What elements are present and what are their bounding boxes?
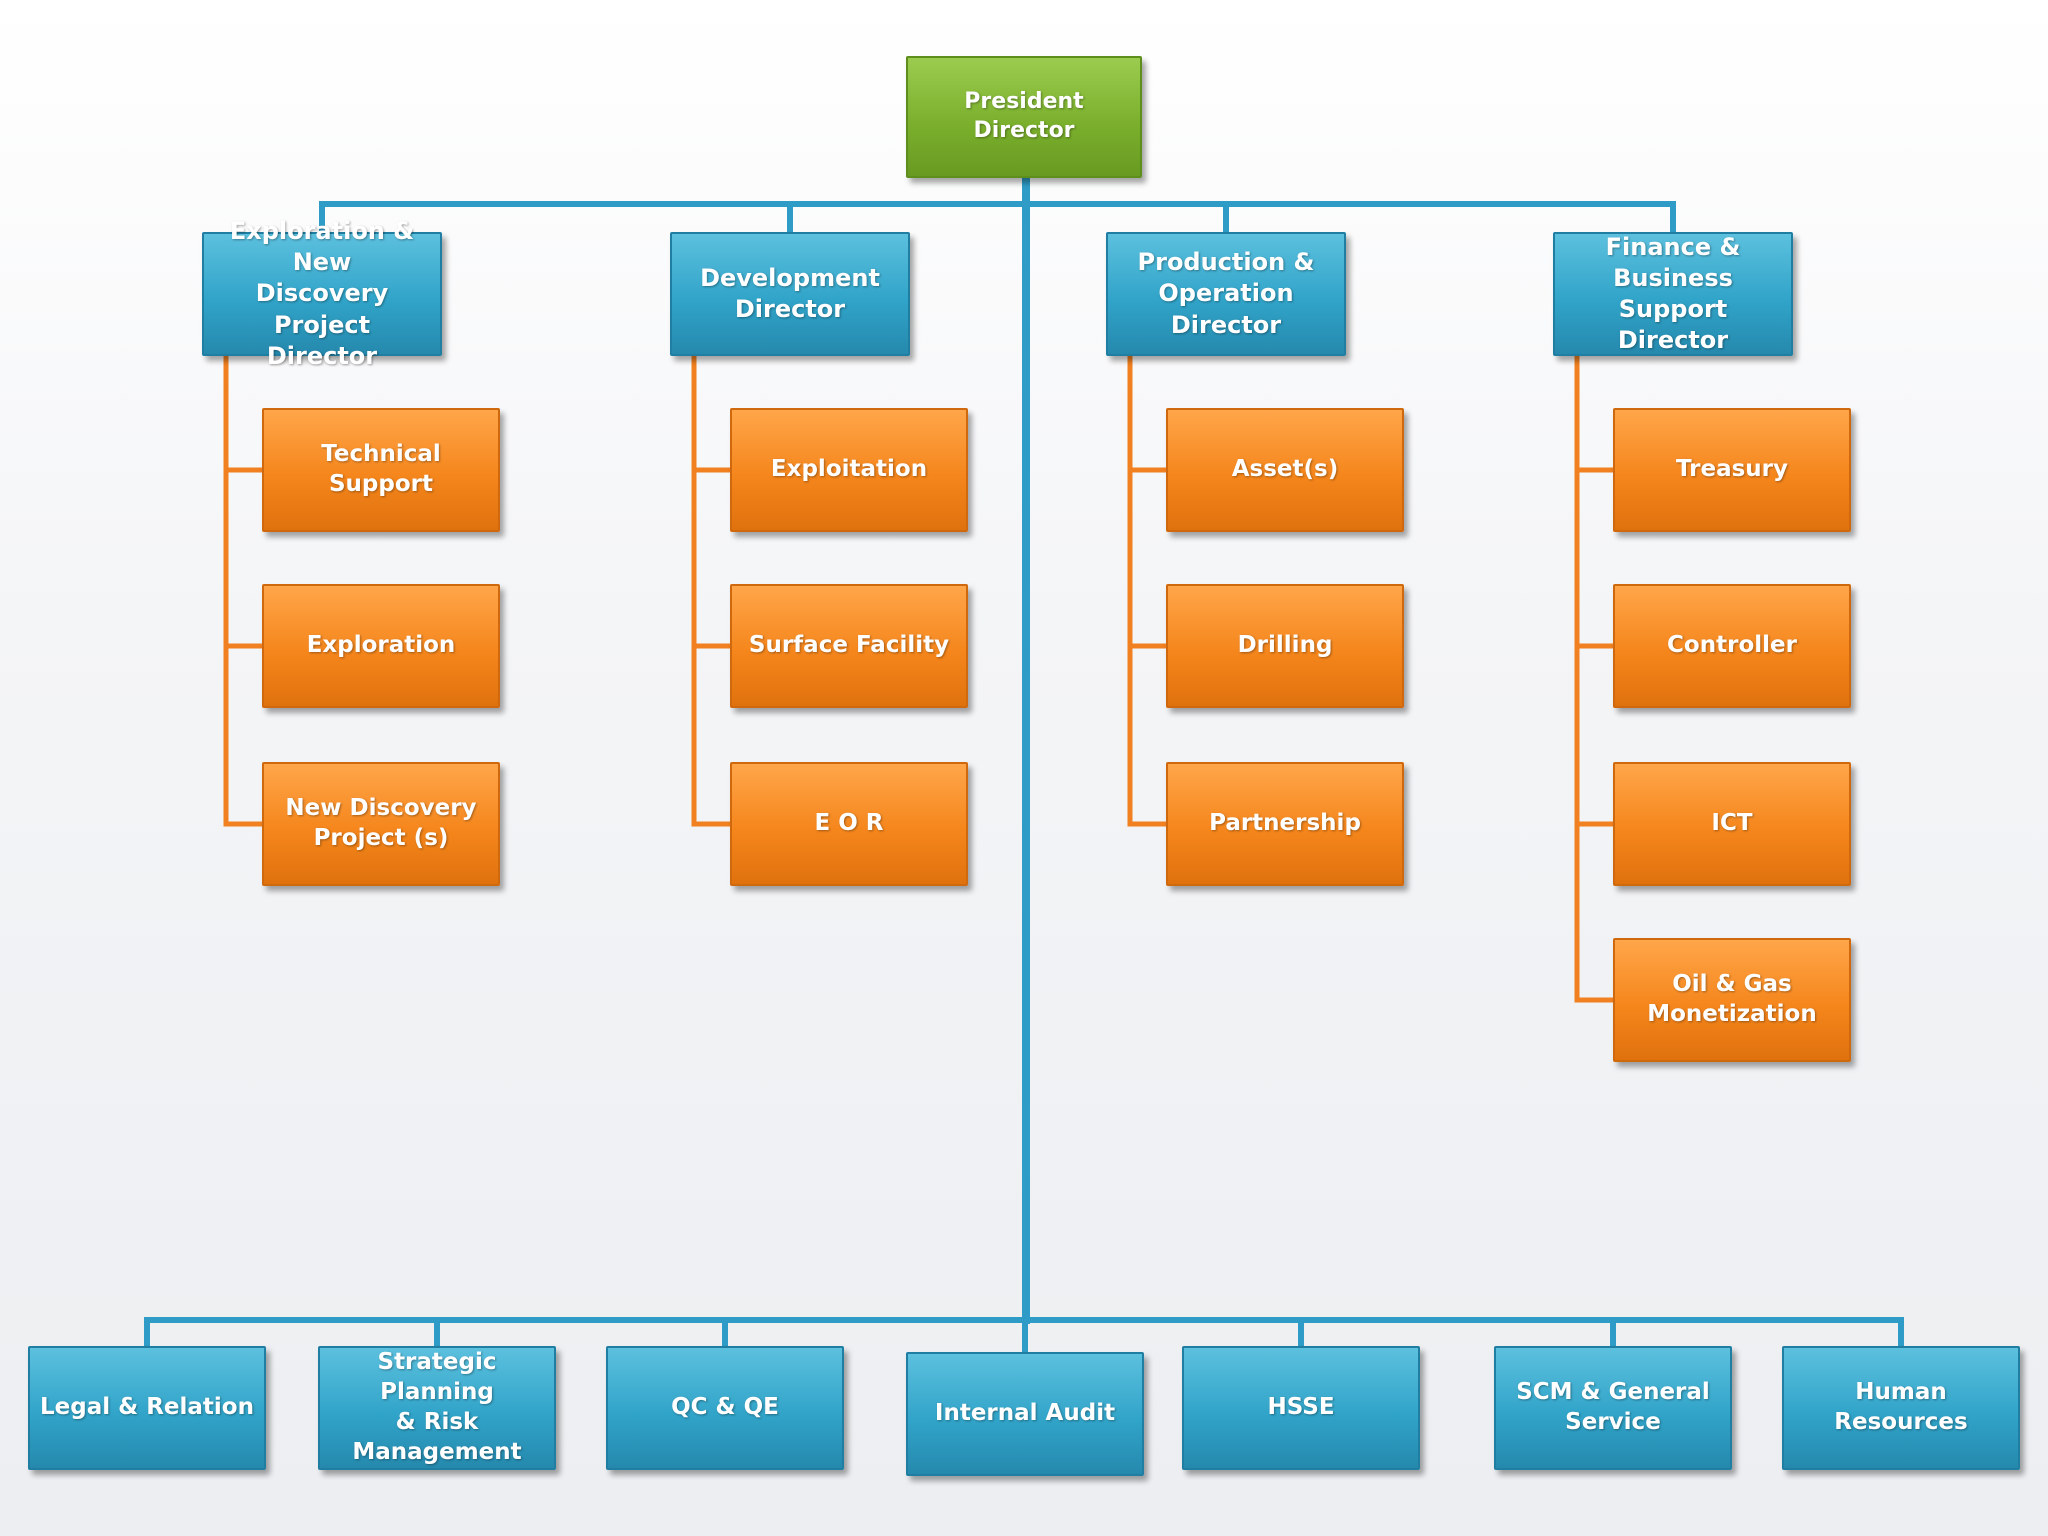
unit-box-assets: Asset(s): [1166, 408, 1404, 532]
unit-box-eor: E O R: [730, 762, 968, 886]
unit-box-surface-facility: Surface Facility: [730, 584, 968, 708]
unit-box-partnership: Partnership: [1166, 762, 1404, 886]
president-director-box: President Director: [906, 56, 1142, 178]
unit-box-controller: Controller: [1613, 584, 1851, 708]
support-label: Legal & Relation: [40, 1394, 254, 1421]
support-label: HSSE: [1267, 1394, 1335, 1421]
unit-label: Partnership: [1209, 810, 1361, 837]
unit-label: ICT: [1711, 810, 1753, 837]
unit-label: E O R: [814, 810, 884, 837]
unit-label: Treasury: [1675, 456, 1789, 483]
director-label: Exploration & New Discovery Project Dire…: [229, 217, 415, 370]
director-box-exploration: Exploration & New Discovery Project Dire…: [202, 217, 442, 370]
director-label: Development Director: [700, 263, 880, 323]
unit-box-technical-support: Technical Support: [262, 408, 500, 532]
support-label: QC & QE: [671, 1394, 779, 1421]
unit-label: Exploitation: [770, 456, 928, 483]
unit-label: Controller: [1667, 632, 1797, 659]
unit-box-ict: ICT: [1613, 762, 1851, 886]
unit-label: Asset(s): [1231, 456, 1339, 483]
unit-box-exploitation: Exploitation: [730, 408, 968, 532]
director-box-development: Development Director: [670, 232, 910, 356]
unit-box-new-discovery-projects: New Discovery Project (s): [262, 762, 500, 886]
support-box-qc-qe: QC & QE: [606, 1346, 844, 1470]
support-box-hsse: HSSE: [1182, 1346, 1420, 1470]
support-box-strategic-planning: Strategic Planning & Risk Management: [318, 1346, 556, 1470]
support-box-scm-general-service: SCM & General Service: [1494, 1346, 1732, 1470]
support-box-human-resources: Human Resources: [1782, 1346, 2020, 1470]
support-box-internal-audit: Internal Audit: [906, 1352, 1144, 1476]
director-box-production-operation: Production & Operation Director: [1106, 232, 1346, 356]
unit-box-drilling: Drilling: [1166, 584, 1404, 708]
president-director-label: President Director: [964, 89, 1084, 143]
director-label: Production & Operation Director: [1137, 248, 1315, 339]
unit-label: Drilling: [1237, 632, 1333, 659]
unit-box-exploration: Exploration: [262, 584, 500, 708]
support-label: SCM & General Service: [1516, 1379, 1710, 1435]
support-label: Internal Audit: [934, 1400, 1116, 1427]
support-label: Human Resources: [1834, 1379, 1968, 1435]
director-label: Finance & Business Support Director: [1605, 232, 1741, 355]
unit-label: Oil & Gas Monetization: [1647, 971, 1817, 1027]
unit-box-treasury: Treasury: [1613, 408, 1851, 532]
support-box-legal-relation: Legal & Relation: [28, 1346, 266, 1470]
unit-label: Exploration: [306, 632, 456, 659]
unit-label: Surface Facility: [748, 632, 950, 659]
unit-label: New Discovery Project (s): [285, 795, 477, 851]
director-box-finance-business: Finance & Business Support Director: [1553, 232, 1793, 356]
unit-box-oil-gas-monetization: Oil & Gas Monetization: [1613, 938, 1851, 1062]
support-label: Strategic Planning & Risk Management: [352, 1349, 522, 1465]
unit-label: Technical Support: [321, 441, 441, 497]
